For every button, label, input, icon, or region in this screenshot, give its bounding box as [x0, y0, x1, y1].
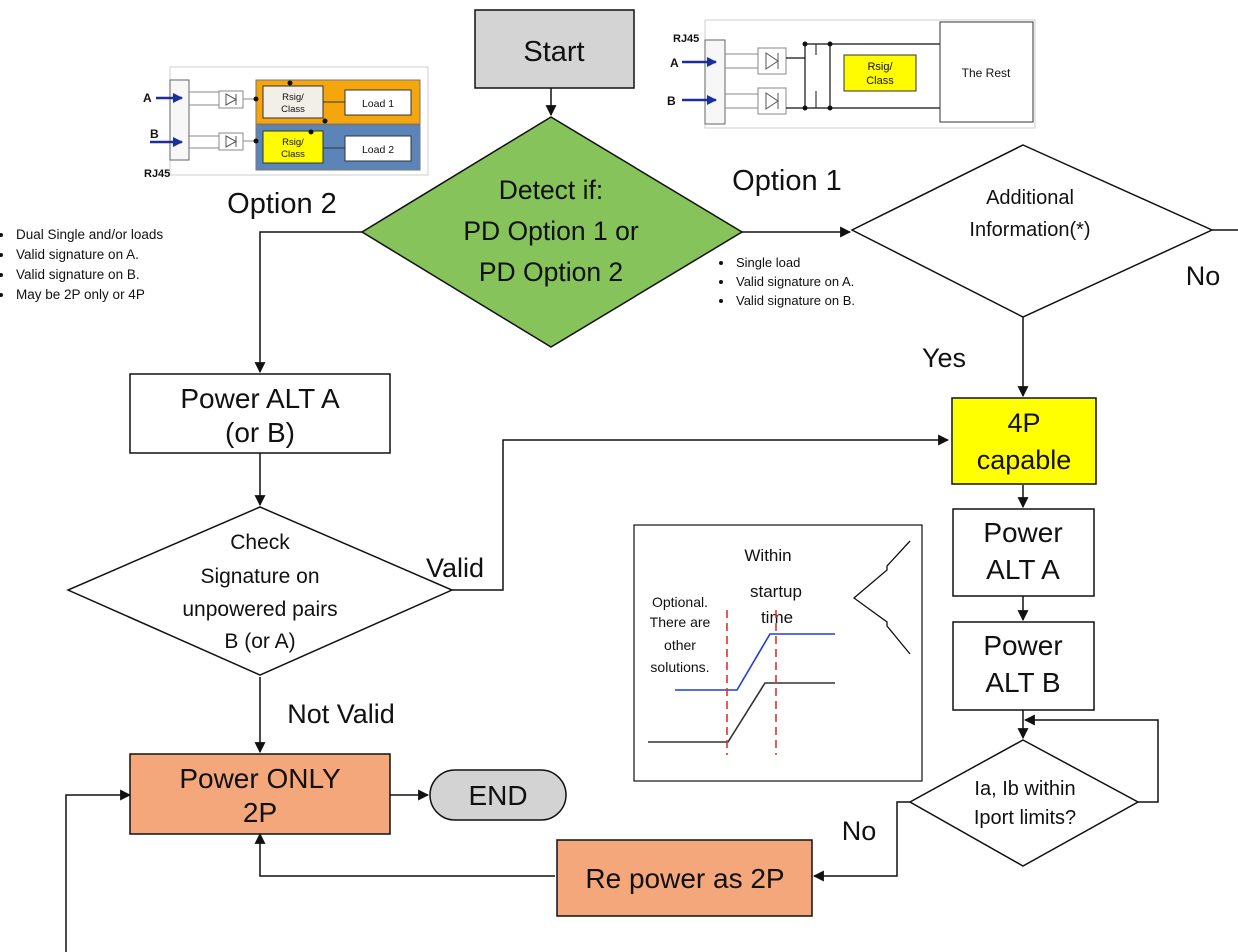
option1-bullet-2: Valid signature on A.	[734, 272, 964, 291]
no-label-right: No	[1186, 261, 1221, 291]
detect-decision: Detect if: PD Option 1 or PD Option 2	[360, 116, 744, 348]
end-label: END	[468, 780, 527, 811]
check-sig-line-4: B (or A)	[224, 630, 295, 653]
end-node: END	[429, 769, 567, 821]
power-alt-a-left-line-1: Power ALT A	[180, 383, 340, 414]
black-trace	[648, 682, 835, 743]
check-sig-line-1: Check	[230, 531, 290, 554]
valid-label: Valid	[426, 553, 484, 583]
option1-circuit: RJ45 A B Rsig/ Class The Rest	[667, 19, 1036, 129]
rj45-label-option1: RJ45	[673, 33, 699, 45]
rsig-class-1-line-1: Rsig/	[282, 92, 304, 103]
option1-bullet-3: Valid signature on B.	[734, 291, 964, 310]
power-alt-a-line-2: ALT A	[986, 554, 1060, 585]
timing-bracket	[852, 540, 911, 655]
ia-ib-decision: Ia, Ib within Iport limits?	[908, 739, 1140, 867]
option2-label: Option 2	[227, 188, 337, 220]
ia-ib-line-2: Iport limits?	[974, 807, 1076, 829]
additional-info-line-2: Information(*)	[969, 219, 1090, 241]
optional-line-1: Optional.	[652, 594, 708, 610]
fourp-line-2: capable	[977, 445, 1072, 475]
detect-line-3: PD Option 2	[479, 257, 623, 287]
power-alt-b-line-2: ALT B	[985, 667, 1060, 698]
optional-line-2: There are	[650, 614, 711, 630]
within-line-2: startup	[750, 582, 802, 601]
check-sig-line-2: Signature on	[200, 565, 319, 588]
connectors	[65, 88, 1238, 952]
option1-bullet-1: Single load	[734, 253, 964, 272]
option2-circuit: A B RJ45 Rsig/ Class Load 1 Rsig/ Class …	[143, 66, 429, 180]
option1-label: Option 1	[732, 165, 842, 197]
power-alt-b-node: Power ALT B	[952, 621, 1095, 711]
b-label-option1: B	[667, 94, 676, 108]
power-alt-a-node: Power ALT A	[952, 508, 1095, 597]
rj45-label-option2: RJ45	[144, 168, 170, 180]
option2-bullet-2: Valid signature on A.	[14, 245, 239, 265]
load1-label: Load 1	[362, 98, 394, 110]
detect-line-1: Detect if:	[499, 175, 604, 205]
a-label: A	[143, 91, 152, 105]
option2-bullet-1: Dual Single and/or loads	[14, 225, 239, 245]
blue-trace	[675, 633, 835, 691]
power-only-2p-line-1: Power ONLY	[179, 763, 341, 794]
ia-ib-line-1: Ia, Ib within	[974, 778, 1075, 800]
not-valid-label: Not Valid	[287, 699, 395, 729]
power-only-2p-node: Power ONLY 2P	[129, 753, 391, 835]
check-signature-decision: Check Signature on unpowered pairs B (or…	[66, 506, 454, 676]
power-alt-a-line-1: Power	[983, 517, 1062, 548]
rsig-class-option1-line-2: Class	[866, 75, 894, 87]
start-node: Start	[474, 9, 635, 89]
within-line-1: Within	[744, 546, 791, 565]
power-alt-b-line-1: Power	[983, 630, 1062, 661]
additional-info-line-1: Additional	[986, 187, 1074, 209]
load2-label: Load 2	[362, 144, 394, 156]
check-sig-line-3: unpowered pairs	[182, 598, 337, 621]
additional-info-decision: Additional Information(*)	[850, 144, 1214, 318]
repower-2p-node: Re power as 2P	[556, 839, 813, 917]
no-label-bottom: No	[842, 816, 877, 846]
optional-line-3: other	[664, 637, 696, 653]
rsig-class-2-line-1: Rsig/	[282, 137, 304, 148]
optional-line-4: solutions.	[650, 659, 709, 675]
b-label: B	[150, 127, 159, 141]
yes-label: Yes	[922, 343, 966, 373]
option2-bullet-list: Dual Single and/or loads Valid signature…	[0, 225, 239, 305]
fourp-line-1: 4P	[1007, 408, 1040, 438]
power-alt-a-left-node: Power ALT A (or B)	[129, 373, 391, 454]
power-only-2p-line-2: 2P	[243, 797, 277, 828]
a-label-option1: A	[670, 56, 679, 70]
rsig-class-2-line-2: Class	[281, 149, 305, 160]
power-alt-a-left-line-2: (or B)	[225, 417, 295, 448]
rsig-class-option1-line-1: Rsig/	[867, 61, 893, 73]
fourp-capable-node: 4P capable	[951, 397, 1097, 485]
option2-bullet-3: Valid signature on B.	[14, 265, 239, 285]
option2-bullet-4: May be 2P only or 4P	[14, 285, 239, 305]
repower-label: Re power as 2P	[585, 863, 784, 894]
start-label: Start	[523, 36, 584, 68]
detect-line-2: PD Option 1 or	[463, 216, 638, 246]
the-rest-label: The Rest	[962, 66, 1011, 80]
within-line-3: time	[761, 608, 793, 627]
rsig-class-1-line-2: Class	[281, 104, 305, 115]
timing-inset: Within startup time Optional. There are …	[633, 524, 923, 782]
option1-bullet-list: Single load Valid signature on A. Valid …	[696, 253, 964, 310]
